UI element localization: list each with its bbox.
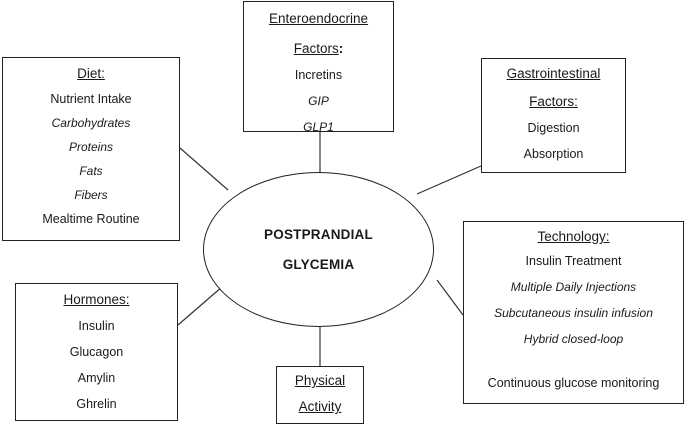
gastrointestinal-title: Gastrointestinal xyxy=(506,66,601,81)
enteroendocrine-item-incretins: Incretins xyxy=(294,68,343,82)
gastrointestinal-factors-box: Gastrointestinal Factors: Digestion Abso… xyxy=(481,58,626,173)
connector-diet xyxy=(179,147,229,191)
technology-item: Multiple Daily Injections xyxy=(510,280,637,294)
enteroendocrine-title-line2: Factors: xyxy=(293,41,344,56)
diet-box: Diet: Nutrient Intake Carbohydrates Prot… xyxy=(2,57,180,241)
hormones-item: Ghrelin xyxy=(76,397,117,411)
technology-box: Technology: Insulin Treatment Multiple D… xyxy=(463,221,684,404)
diet-item: Proteins xyxy=(68,140,114,154)
enteroendocrine-item-gip: GIP xyxy=(308,94,329,108)
technology-title: Technology: xyxy=(537,229,610,244)
enteroendocrine-title: Enteroendocrine xyxy=(268,11,369,26)
connector-gastrointestinal xyxy=(416,165,482,195)
gastrointestinal-item-absorption: Absorption xyxy=(523,147,584,161)
diet-item: Fats xyxy=(79,164,103,178)
hormones-item: Amylin xyxy=(77,371,116,385)
physical-activity-box: Physical Activity xyxy=(276,366,364,424)
physical-activity-title: Physical xyxy=(294,373,346,388)
diet-item: Mealtime Routine xyxy=(42,212,140,226)
hormones-item: Glucagon xyxy=(69,345,124,359)
center-title-line2: GLYCEMIA xyxy=(282,256,355,272)
technology-item: Continuous glucose monitoring xyxy=(487,376,660,390)
technology-item: Hybrid closed-loop xyxy=(523,332,624,346)
enteroendocrine-item-glp1: GLP1 xyxy=(303,120,334,134)
center-title-line1: POSTPRANDIAL xyxy=(264,226,373,242)
enteroendocrine-factors-box: Enteroendocrine Factors: Incretins GIP G… xyxy=(243,1,394,134)
connector-technology xyxy=(436,279,464,316)
diet-title: Diet: xyxy=(77,66,105,81)
technology-item: Subcutaneous insulin infusion xyxy=(494,306,653,320)
hormones-item: Insulin xyxy=(78,319,115,333)
postprandial-glycemia-ellipse: POSTPRANDIAL GLYCEMIA xyxy=(203,172,434,327)
gastrointestinal-title-line2: Factors: xyxy=(529,94,578,109)
technology-item: Insulin Treatment xyxy=(525,254,622,268)
diet-item: Nutrient Intake xyxy=(50,92,132,106)
diet-item: Carbohydrates xyxy=(51,116,131,130)
physical-activity-title-line2: Activity xyxy=(298,399,342,414)
gastrointestinal-item-digestion: Digestion xyxy=(527,121,580,135)
diet-item: Fibers xyxy=(74,188,108,202)
hormones-title: Hormones: xyxy=(63,292,130,307)
hormones-box: Hormones: Insulin Glucagon Amylin Ghreli… xyxy=(15,283,178,421)
